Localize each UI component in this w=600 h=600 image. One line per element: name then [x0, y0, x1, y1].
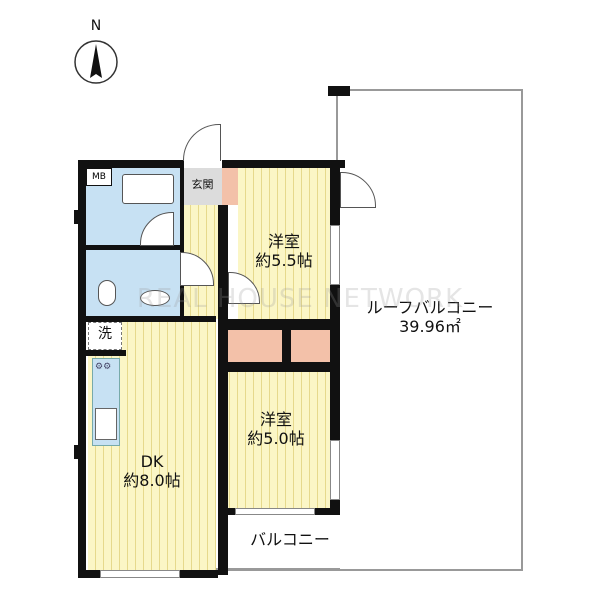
dk-label: DK 約8.0帖 [92, 452, 212, 490]
western-room-2 [222, 372, 330, 508]
room-size: 約8.0帖 [123, 471, 181, 491]
western-room-1-label: 洋室 約5.5帖 [238, 232, 330, 270]
wall [78, 160, 183, 168]
washbasin-icon [140, 290, 170, 306]
wall [222, 319, 340, 330]
room-name: 洋室 [259, 410, 292, 429]
area-size: 39.96㎡ [399, 317, 461, 337]
room-name: 洋室 [267, 232, 300, 251]
wall [78, 160, 86, 578]
roof-balcony-label: ルーフバルコニー 39.96㎡ [340, 298, 520, 336]
closet-1 [228, 330, 282, 362]
wall [282, 330, 291, 362]
wall [74, 210, 86, 224]
dining-kitchen [88, 322, 216, 570]
laundry-label: 洗 [98, 326, 112, 342]
bathtub [122, 174, 174, 204]
room-name: DK [140, 452, 164, 471]
roof-balcony-area [337, 89, 523, 571]
window [330, 225, 340, 285]
closet-2 [291, 330, 330, 362]
entrance [183, 168, 222, 205]
wall [218, 205, 228, 575]
wall [218, 362, 340, 372]
western-room-2-label: 洋室 約5.0帖 [222, 410, 330, 448]
wall [222, 160, 345, 168]
compass-north-label: N [90, 18, 102, 34]
laundry-space [88, 322, 122, 350]
room-size: 約5.0帖 [247, 429, 305, 449]
room-size: 約5.5帖 [255, 251, 313, 271]
wall [86, 350, 126, 356]
roof-balcony-rail [336, 89, 338, 164]
window [235, 508, 315, 515]
compass: N [72, 18, 120, 86]
wall [74, 445, 86, 459]
wall [330, 160, 340, 515]
wall [180, 160, 184, 320]
entrance-door[interactable] [183, 124, 221, 161]
post [328, 86, 350, 96]
sink-icon [95, 408, 117, 440]
meter-box: MB [86, 168, 112, 186]
balcony-label: バルコニー [250, 530, 330, 549]
compass-icon [74, 40, 118, 84]
watermark: REAL HOUSE NETWORK [136, 284, 464, 314]
window [100, 570, 180, 578]
wall [86, 316, 216, 322]
wall [86, 245, 180, 250]
toilet-icon [98, 280, 116, 306]
shoe-cabinet [222, 168, 238, 205]
area-name: ルーフバルコニー [366, 298, 494, 317]
stove-icon: ⚙⚙ [95, 362, 112, 372]
balcony-rail [215, 568, 340, 571]
entrance-label: 玄関 [191, 178, 214, 191]
window [330, 440, 340, 500]
